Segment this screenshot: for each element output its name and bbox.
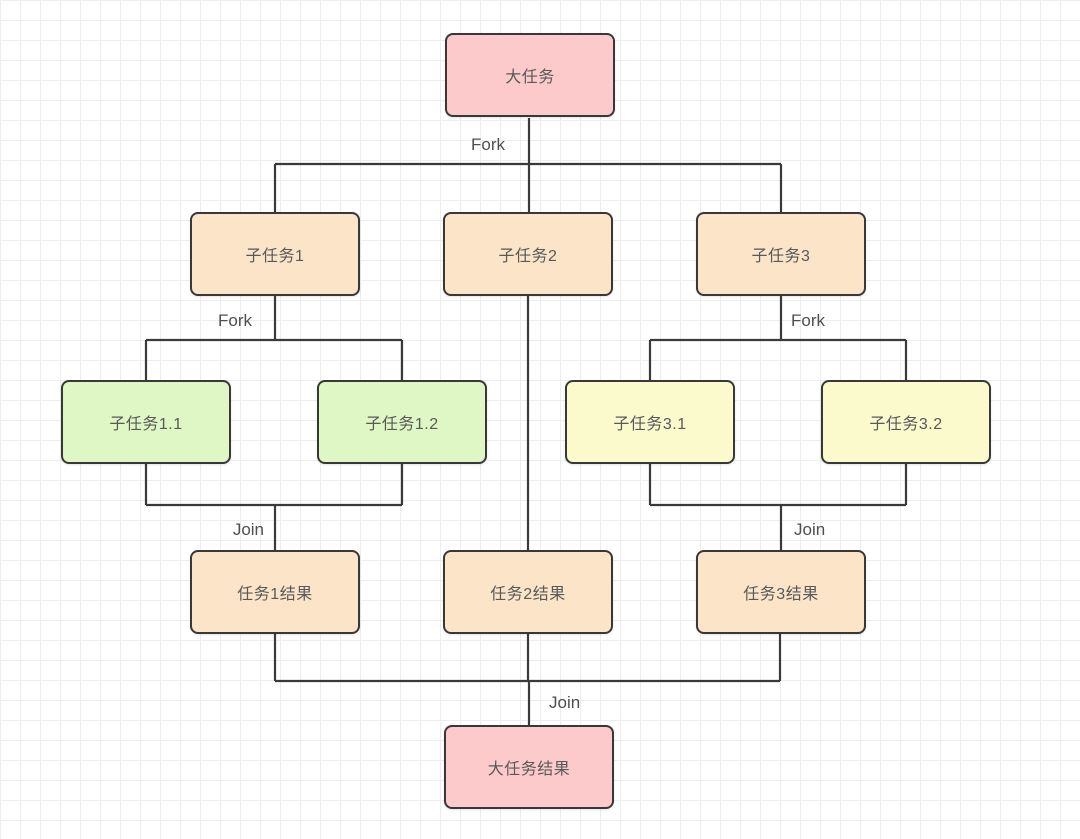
node-result-1[interactable]: 任务1结果 [190,550,360,634]
node-result-2[interactable]: 任务2结果 [443,550,613,634]
node-subtask-3-1[interactable]: 子任务3.1 [565,380,735,464]
node-subtask-1-2[interactable]: 子任务1.2 [317,380,487,464]
node-subtask-3-2-label: 子任务3.2 [869,416,943,433]
fork-right-connector [648,296,908,380]
node-result-3[interactable]: 任务3结果 [696,550,866,634]
node-subtask-2[interactable]: 子任务2 [443,212,613,296]
node-subtask-2-label: 子任务2 [498,248,558,265]
node-subtask-1[interactable]: 子任务1 [190,212,360,296]
node-subtask-3-2[interactable]: 子任务3.2 [821,380,991,464]
node-big-task-label: 大任务 [505,69,555,86]
node-subtask-1-1-label: 子任务1.1 [109,416,183,433]
join-bottom-connector [273,634,782,725]
node-big-result[interactable]: 大任务结果 [444,725,614,809]
node-subtask-1-label: 子任务1 [245,248,305,265]
node-result-3-label: 任务3结果 [743,586,819,603]
join-bottom-label: Join [549,693,581,712]
node-result-1-label: 任务1结果 [237,586,313,603]
node-subtask-3[interactable]: 子任务3 [696,212,866,296]
fork-left-label: Fork [218,311,252,330]
node-subtask-3-label: 子任务3 [751,248,811,265]
node-subtask-3-1-label: 子任务3.1 [613,416,687,433]
join-right-label: Join [794,520,826,539]
fork-right-label: Fork [791,311,825,330]
node-subtask-1-1[interactable]: 子任务1.1 [61,380,231,464]
join-left-label: Join [232,520,264,539]
node-big-result-label: 大任务结果 [487,761,571,778]
node-result-2-label: 任务2结果 [490,586,566,603]
fork-top-label: Fork [471,135,505,154]
fork-top-connector [273,118,783,212]
node-subtask-1-2-label: 子任务1.2 [365,416,439,433]
join-right-connector [648,464,908,550]
node-big-task[interactable]: 大任务 [445,33,615,117]
